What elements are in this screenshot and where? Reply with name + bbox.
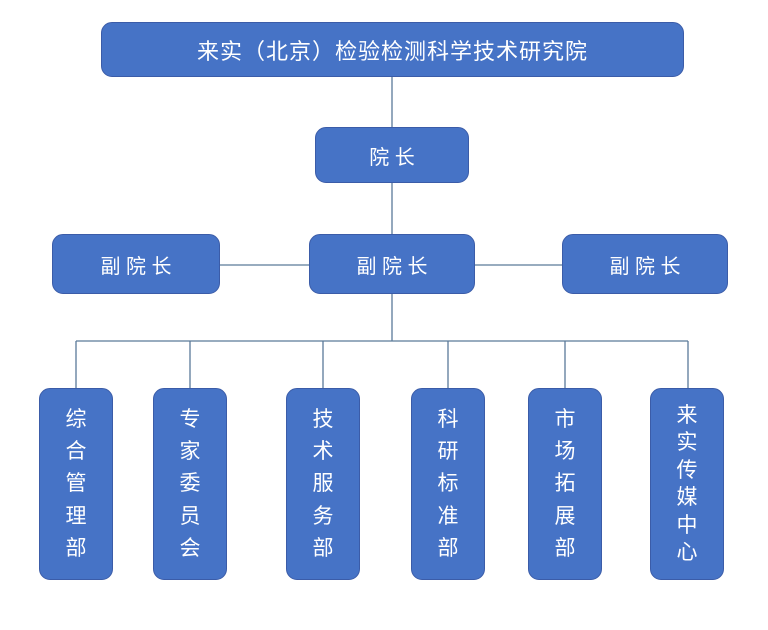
department-label: 专家委员会	[179, 408, 201, 560]
department-label: 来实传媒中心	[676, 403, 698, 565]
vice-president-box-middle: 副 院 长	[309, 234, 475, 294]
president-box: 院 长	[315, 127, 469, 183]
department-box-market-expansion: 市场拓展部	[528, 388, 602, 580]
vice-president-label: 副 院 长	[100, 255, 172, 278]
president-label: 院 长	[369, 146, 415, 169]
department-box-general-management: 综合管理部	[39, 388, 113, 580]
department-label: 技术服务部	[312, 408, 334, 560]
department-box-technical-service: 技术服务部	[286, 388, 360, 580]
institute-label: 来实（北京）检验检测科学技术研究院	[196, 38, 588, 64]
department-label: 市场拓展部	[554, 408, 576, 560]
department-box-media-center: 来实传媒中心	[650, 388, 724, 580]
department-box-research-standards: 科研标准部	[411, 388, 485, 580]
department-label: 综合管理部	[65, 408, 87, 560]
vice-president-label: 副 院 长	[356, 255, 428, 278]
vice-president-box-left: 副 院 长	[52, 234, 220, 294]
vice-president-label: 副 院 长	[609, 255, 681, 278]
department-label: 科研标准部	[437, 408, 459, 560]
vice-president-box-right: 副 院 长	[562, 234, 728, 294]
institute-box: 来实（北京）检验检测科学技术研究院	[101, 22, 684, 77]
department-box-expert-committee: 专家委员会	[153, 388, 227, 580]
